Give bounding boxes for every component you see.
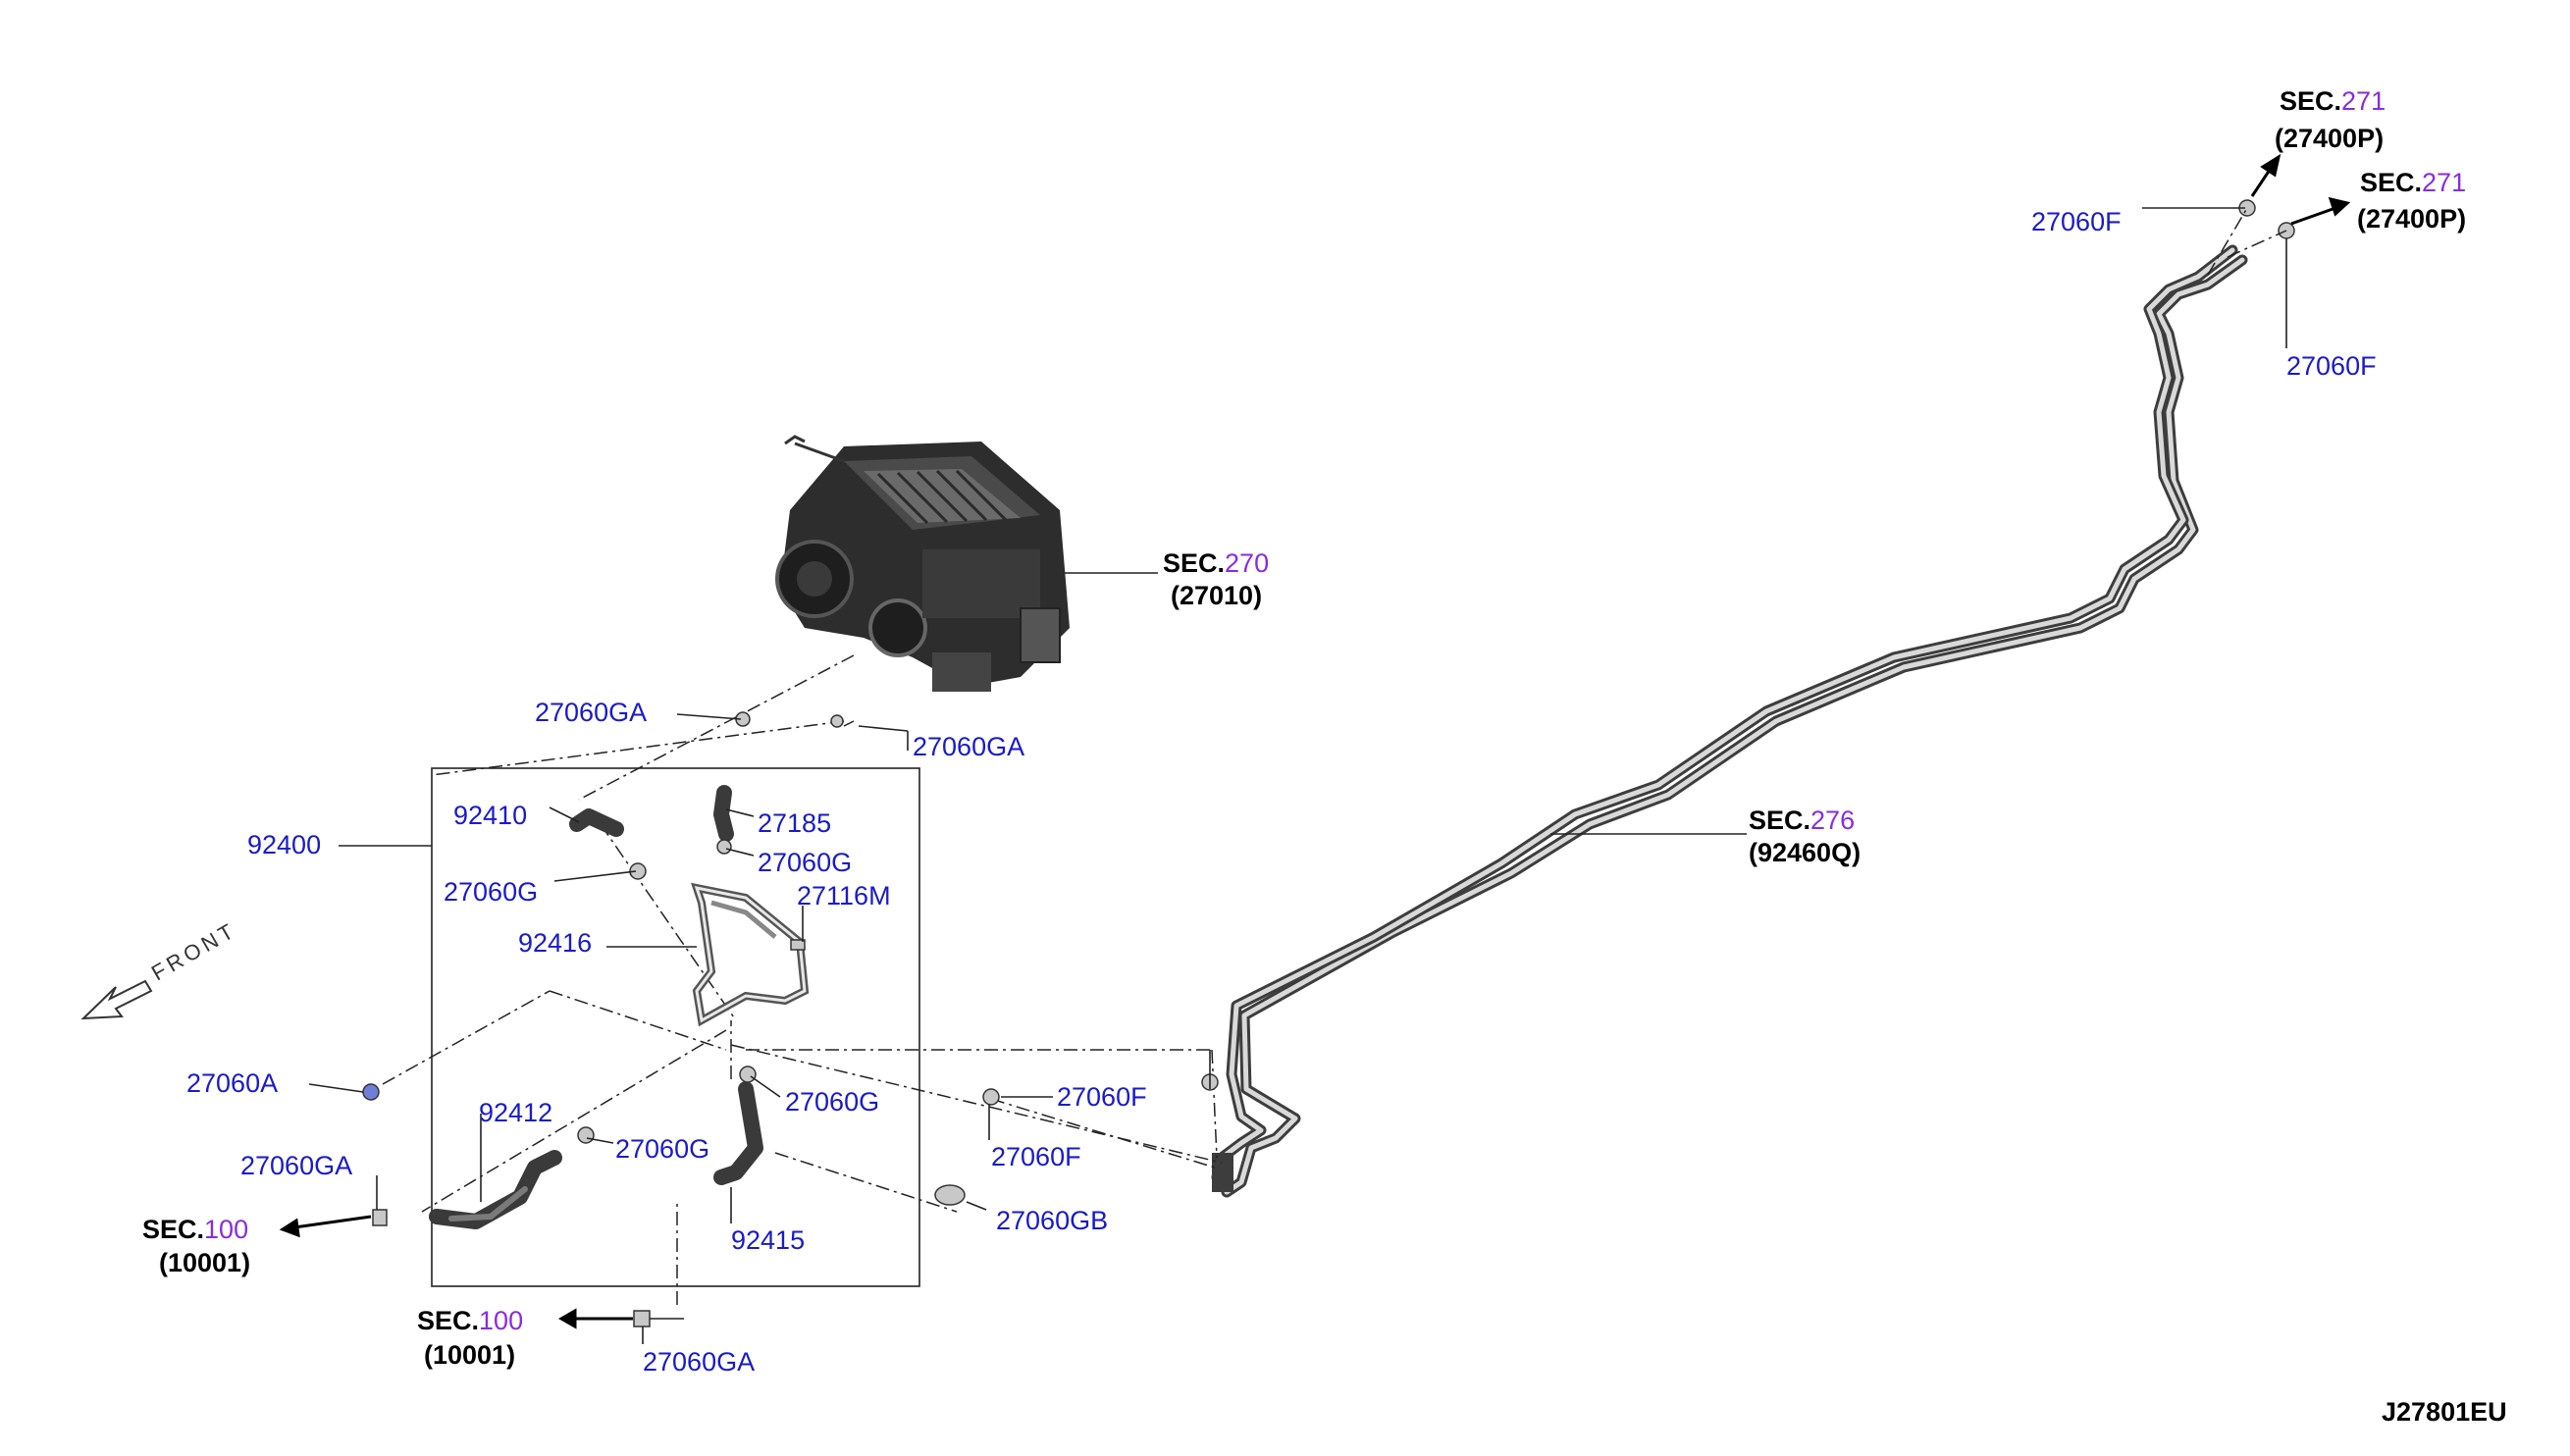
- part-27060G-c: 27060G: [785, 1087, 879, 1117]
- sec-276-ref: (92460Q): [1749, 838, 1861, 867]
- sec-100-ref-b: (10001): [424, 1340, 515, 1370]
- sec-271-label-a: SEC.271: [2280, 86, 2386, 116]
- diagram-id: J27801EU: [2382, 1397, 2507, 1427]
- clip-27060F-a: [982, 1088, 1000, 1106]
- part-27060GB: 27060GB: [996, 1206, 1108, 1235]
- sec-100-ref-a: (10001): [159, 1248, 250, 1277]
- arrow-icon: [279, 1215, 372, 1238]
- part-27060F-a: 27060F: [1057, 1082, 1147, 1112]
- sec-271-ref-a: (27400P): [2275, 124, 2384, 153]
- sec-270-ref: (27010): [1171, 581, 1262, 610]
- part-27060F-tr2: 27060F: [2286, 351, 2377, 381]
- part-92412: 92412: [479, 1098, 552, 1127]
- pipe-assembly: [1211, 244, 2248, 1198]
- hose-92410: [569, 808, 624, 837]
- part-27060G-d: 27060G: [615, 1134, 709, 1164]
- part-27060A: 27060A: [186, 1068, 278, 1098]
- part-92415: 92415: [731, 1225, 805, 1255]
- part-92416: 92416: [518, 928, 592, 958]
- part-92400: 92400: [247, 830, 321, 859]
- sec-100-label-b: SEC.100: [417, 1306, 523, 1335]
- clip-27060GA-top2: [830, 714, 844, 728]
- sec-276-label: SEC.276: [1749, 806, 1855, 835]
- clip-27060G-c: [739, 1066, 757, 1083]
- part-27060GA-bottom: 27060GA: [643, 1347, 755, 1377]
- clip-27060A: [362, 1083, 380, 1101]
- part-27185: 27185: [758, 808, 831, 838]
- sub-assembly-frame: [431, 767, 920, 1287]
- clip-27060GA-left: [372, 1209, 388, 1226]
- part-92410: 92410: [453, 801, 527, 830]
- pipe-bracket-92416: [691, 882, 810, 1027]
- clip-27116M: [790, 939, 806, 951]
- hose-92415: [713, 1081, 763, 1185]
- sec-271-label-b: SEC.271: [2360, 168, 2466, 197]
- part-27060GA-top2: 27060GA: [913, 732, 1024, 761]
- part-27116M: 27116M: [797, 881, 891, 910]
- clip-27060G-d: [577, 1126, 595, 1144]
- part-27060GA-left: 27060GA: [240, 1151, 352, 1180]
- sec-271-ref-b: (27400P): [2357, 204, 2466, 234]
- part-27060F-tr1: 27060F: [2031, 207, 2122, 236]
- part-27060G-b: 27060G: [758, 848, 852, 877]
- clip-27060GB: [934, 1184, 966, 1206]
- sec-100-label-a: SEC.100: [142, 1215, 248, 1244]
- arrow-icon: [2250, 153, 2282, 197]
- hose-27185: [713, 785, 734, 842]
- part-27060G-a: 27060G: [444, 877, 538, 907]
- sec-270-label: SEC.270: [1163, 548, 1269, 578]
- front-label: FRONT: [147, 917, 240, 986]
- front-indicator: FRONT: [80, 917, 240, 1020]
- arrow-icon: [2290, 196, 2351, 226]
- part-27060GA-top: 27060GA: [535, 698, 647, 727]
- arrow-icon: [557, 1308, 633, 1329]
- heater-unit: [775, 435, 1070, 692]
- clip-27060G-b: [716, 839, 732, 855]
- part-27060F-b: 27060F: [991, 1142, 1081, 1171]
- clip-27060GA-bottom: [633, 1310, 651, 1327]
